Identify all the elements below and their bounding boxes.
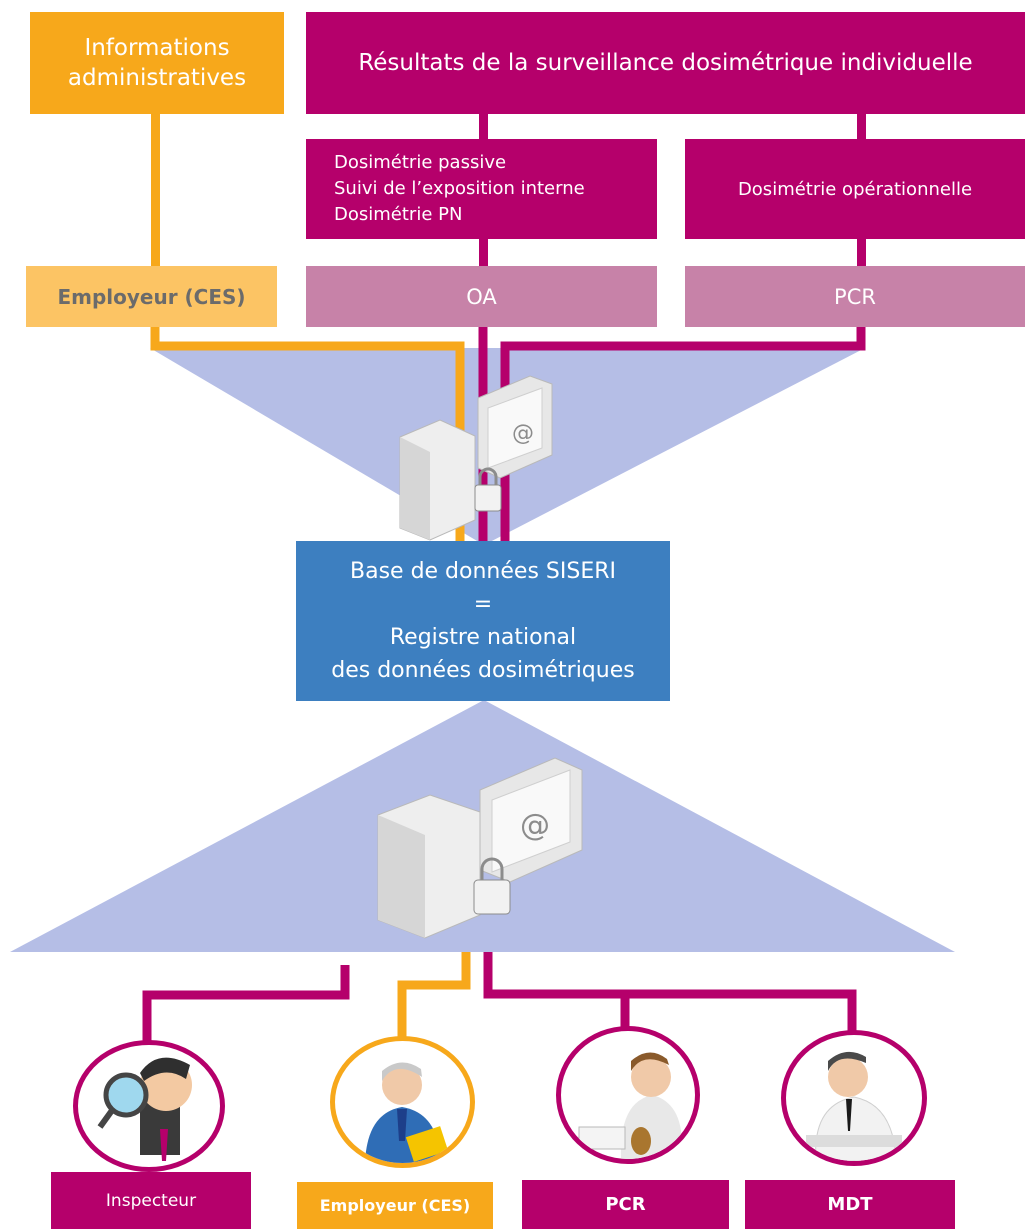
results-title-box: Résultats de la surveillance dosimétriqu… [306,12,1025,114]
employer-source-label: Employeur (CES) [57,284,246,309]
employer-label: Employeur (CES) [319,1196,471,1215]
database-box: Base de données SISERI = Registre nation… [296,541,670,701]
connector-title-operational [857,114,866,140]
pcr-avatar [556,1026,700,1164]
operational-dosimetry-box: Dosimétrie opérationnelle [685,139,1025,239]
mdt-label-box: MDT [745,1180,955,1229]
oa-source-label: OA [466,284,497,309]
svg-text:@: @ [520,808,550,843]
mdt-label: MDT [827,1194,873,1215]
svg-text:@: @ [512,421,534,446]
operational-label: Dosimétrie opérationnelle [737,178,973,200]
pcr-mdt-dist-line [483,952,857,1036]
employer-source-box: Employeur (CES) [26,266,277,327]
database-line4: des données dosimétriques [331,658,635,683]
inspector-flow-line [142,965,350,1042]
passive-line1: Dosimétrie passive [334,152,507,173]
database-line3: Registre national [389,625,577,650]
pcr-source-box: PCR [685,266,1025,327]
pcr-source-label: PCR [834,284,876,309]
passive-line2: Suivi de l’exposition interne [334,178,585,199]
connector-passive-oa [479,239,488,267]
inspector-label: Inspecteur [105,1190,197,1211]
results-title: Résultats de la surveillance dosimétriqu… [358,50,973,76]
employer-avatar [330,1036,475,1168]
connector-title-passive [479,114,488,140]
employer-label-box: Employeur (CES) [297,1182,493,1229]
passive-line3: Dosimétrie PN [334,204,463,225]
admin-info-line2: administratives [67,65,247,91]
mdt-avatar [781,1030,927,1166]
inspector-icon [97,1057,192,1161]
admin-info-box: Informations administratives [30,12,284,114]
employer-icon [365,1062,449,1163]
admin-info-line1: Informations [84,35,230,61]
connector-admin-employer [151,114,160,267]
pcr-icon [578,1052,682,1159]
database-line2: = [473,592,493,617]
doctor-icon [806,1051,902,1161]
inspector-avatar [73,1040,225,1172]
inspector-label-box: Inspecteur [51,1172,251,1229]
pcr-label-box: PCR [522,1180,729,1229]
pcr-label: PCR [605,1194,646,1215]
connector-operational-pcr [857,239,866,267]
oa-source-box: OA [306,266,657,327]
employer-dist-line [397,952,471,1040]
passive-dosimetry-box: Dosimétrie passive Suivi de l’exposition… [306,139,657,239]
database-line1: Base de données SISERI [350,559,616,584]
